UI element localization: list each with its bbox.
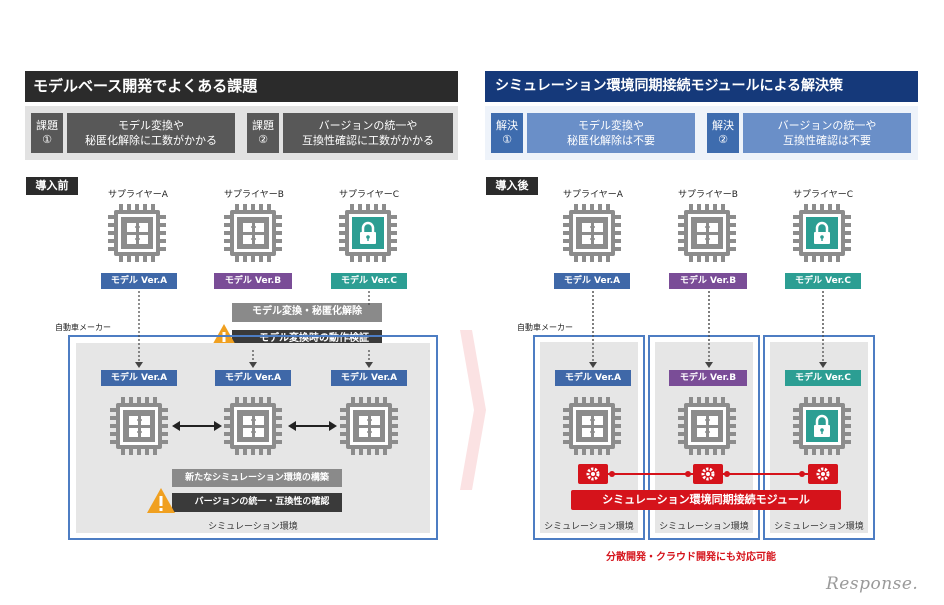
- solution-1-desc-line2: 秘匿化解除は不要: [567, 134, 655, 147]
- issue-2-tag: 課題 ②: [247, 113, 279, 153]
- right-maker-model-b: モデル Ver.B: [669, 370, 747, 386]
- left-supplier-model-a: モデル Ver.A: [101, 273, 177, 289]
- issue-2-tag-line1: 課題: [252, 119, 274, 132]
- right-env-frame-1: [533, 335, 645, 540]
- solution-2-desc: バージョンの統一や 互換性確認は不要: [743, 113, 911, 153]
- right-supplier-model-b: モデル Ver.B: [669, 273, 747, 289]
- right-maker-model-a: モデル Ver.A: [555, 370, 631, 386]
- issue-1-desc-line2: 秘匿化解除に工数がかかる: [85, 134, 217, 147]
- issue-1-tag: 課題 ①: [31, 113, 63, 153]
- left-title: モデルベース開発でよくある課題: [25, 71, 458, 102]
- solution-1-tag-line2: ①: [502, 133, 512, 146]
- arrow-right-icon: [460, 330, 486, 490]
- gear-icon: [693, 464, 723, 484]
- left-maker-model-2: モデル Ver.A: [215, 370, 291, 386]
- right-env-frame-2: [648, 335, 760, 540]
- issue-2-desc-line1: バージョンの統一や: [318, 119, 418, 132]
- warning-icon: [147, 488, 175, 513]
- left-maker-model-1: モデル Ver.A: [101, 370, 177, 386]
- right-maker-label: 自動車メーカー: [517, 323, 573, 332]
- conversion-bar: モデル変換・秘匿化解除: [232, 303, 382, 322]
- new-env-bar: 新たなシミュレーション環境の構築: [172, 469, 342, 487]
- right-env-label-3: シミュレーション環境: [774, 522, 864, 532]
- response-logo: Response.: [826, 574, 919, 594]
- right-supplier-model-c: モデル Ver.C: [785, 273, 861, 289]
- issue-1-tag-line2: ①: [42, 133, 52, 146]
- version-warning-bar: バージョンの統一・互換性の確認: [172, 493, 342, 512]
- solution-2-tag: 解決 ②: [707, 113, 739, 153]
- solution-2-tag-line1: 解決: [712, 119, 734, 132]
- gear-icon: [808, 464, 838, 484]
- solution-2-desc-line1: バージョンの統一や: [777, 119, 877, 132]
- gear-icon: [578, 464, 608, 484]
- left-supplier-a: サプライヤーA: [108, 190, 168, 200]
- solution-1-tag: 解決 ①: [491, 113, 523, 153]
- right-title: シミュレーション環境同期接続モジュールによる解決策: [485, 71, 918, 102]
- phase-after: 導入後: [486, 177, 538, 195]
- solution-2-tag-line2: ②: [718, 133, 728, 146]
- issue-1-tag-line1: 課題: [36, 119, 58, 132]
- right-env-label-1: シミュレーション環境: [544, 522, 634, 532]
- right-env-frame-3: [763, 335, 875, 540]
- cloud-support-note: 分散開発・クラウド開発にも対応可能: [606, 552, 776, 563]
- issue-1-desc: モデル変換や 秘匿化解除に工数がかかる: [67, 113, 235, 153]
- solution-1-desc-line1: モデル変換や: [578, 119, 644, 132]
- right-supplier-a: サプライヤーA: [563, 190, 623, 200]
- issue-1-desc-line1: モデル変換や: [118, 119, 184, 132]
- phase-before: 導入前: [26, 177, 78, 195]
- left-supplier-model-c: モデル Ver.C: [331, 273, 407, 289]
- right-env-label-2: シミュレーション環境: [659, 522, 749, 532]
- issue-2-desc: バージョンの統一や 互換性確認に工数がかかる: [283, 113, 453, 153]
- right-supplier-c: サプライヤーC: [792, 190, 853, 200]
- issue-2-desc-line2: 互換性確認に工数がかかる: [302, 134, 434, 147]
- solution-1-tag-line1: 解決: [496, 119, 518, 132]
- issue-2-tag-line2: ②: [258, 133, 268, 146]
- right-maker-model-c: モデル Ver.C: [785, 370, 861, 386]
- left-supplier-c: サプライヤーC: [338, 190, 399, 200]
- left-maker-frame: [68, 335, 438, 540]
- solution-2-desc-line2: 互換性確認は不要: [783, 134, 871, 147]
- left-maker-label: 自動車メーカー: [55, 323, 111, 332]
- left-supplier-model-b: モデル Ver.B: [214, 273, 292, 289]
- right-supplier-model-a: モデル Ver.A: [554, 273, 630, 289]
- sync-module-bar: シミュレーション環境同期接続モジュール: [571, 490, 841, 510]
- left-supplier-b: サプライヤーB: [224, 190, 284, 200]
- left-maker-model-3: モデル Ver.A: [331, 370, 407, 386]
- right-supplier-b: サプライヤーB: [678, 190, 738, 200]
- solution-1-desc: モデル変換や 秘匿化解除は不要: [527, 113, 695, 153]
- left-env-label: シミュレーション環境: [208, 522, 298, 532]
